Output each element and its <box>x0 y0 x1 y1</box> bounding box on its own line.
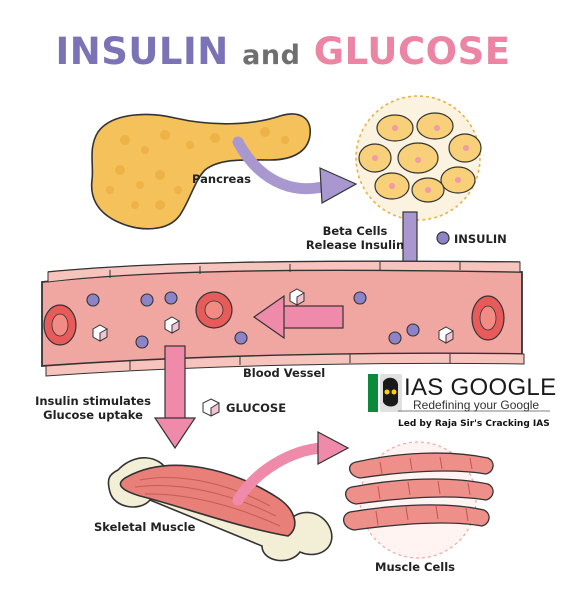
label-skeletal-muscle: Skeletal Muscle <box>94 520 196 534</box>
skeletal-muscle-illustration <box>107 457 333 562</box>
pancreas-to-beta-arrow <box>232 136 358 204</box>
page-title: INSULIN and GLUCOSE <box>0 30 566 73</box>
vessel-to-muscle-arrow <box>153 345 197 450</box>
label-stimulates-line1: Insulin stimulates <box>35 394 151 408</box>
ias-google-logo-icon <box>368 374 550 412</box>
label-beta-cells: Beta Cells Release Insulin <box>300 224 410 252</box>
glucose-molecules <box>92 288 454 344</box>
label-glucose: GLUCOSE <box>226 401 287 415</box>
label-muscle-cells: Muscle Cells <box>375 560 456 574</box>
label-pancreas: Pancreas <box>192 172 251 186</box>
title-glucose: GLUCOSE <box>313 30 511 73</box>
insulin-molecules <box>86 291 420 349</box>
muscle-to-cells-arrow <box>232 431 350 506</box>
brand-tagline: Redefining your Google <box>413 398 540 412</box>
label-beta-cells-line1: Beta Cells <box>322 224 388 238</box>
muscle-cells-illustration <box>343 441 494 559</box>
glucose-legend-icon <box>202 398 220 417</box>
title-and: and <box>242 40 301 71</box>
beta-cells-illustration <box>355 95 482 221</box>
insulin-legend-icon <box>436 231 450 245</box>
vessel-flow-arrow <box>252 294 344 340</box>
label-insulin: INSULIN <box>454 232 507 246</box>
label-insulin-stimulates: Insulin stimulates Glucose uptake <box>32 394 154 422</box>
pancreas-illustration <box>90 113 311 230</box>
red-blood-cells <box>43 291 505 346</box>
label-beta-cells-line2: Release Insulin <box>305 238 405 252</box>
brand-name: IAS GOOGLE <box>404 374 557 401</box>
label-blood-vessel: Blood Vessel <box>243 366 326 380</box>
label-stimulates-line2: Glucose uptake <box>43 408 143 422</box>
title-insulin: INSULIN <box>55 30 229 73</box>
brand-led-by: Led by Raja Sir's Cracking IAS <box>398 419 550 429</box>
